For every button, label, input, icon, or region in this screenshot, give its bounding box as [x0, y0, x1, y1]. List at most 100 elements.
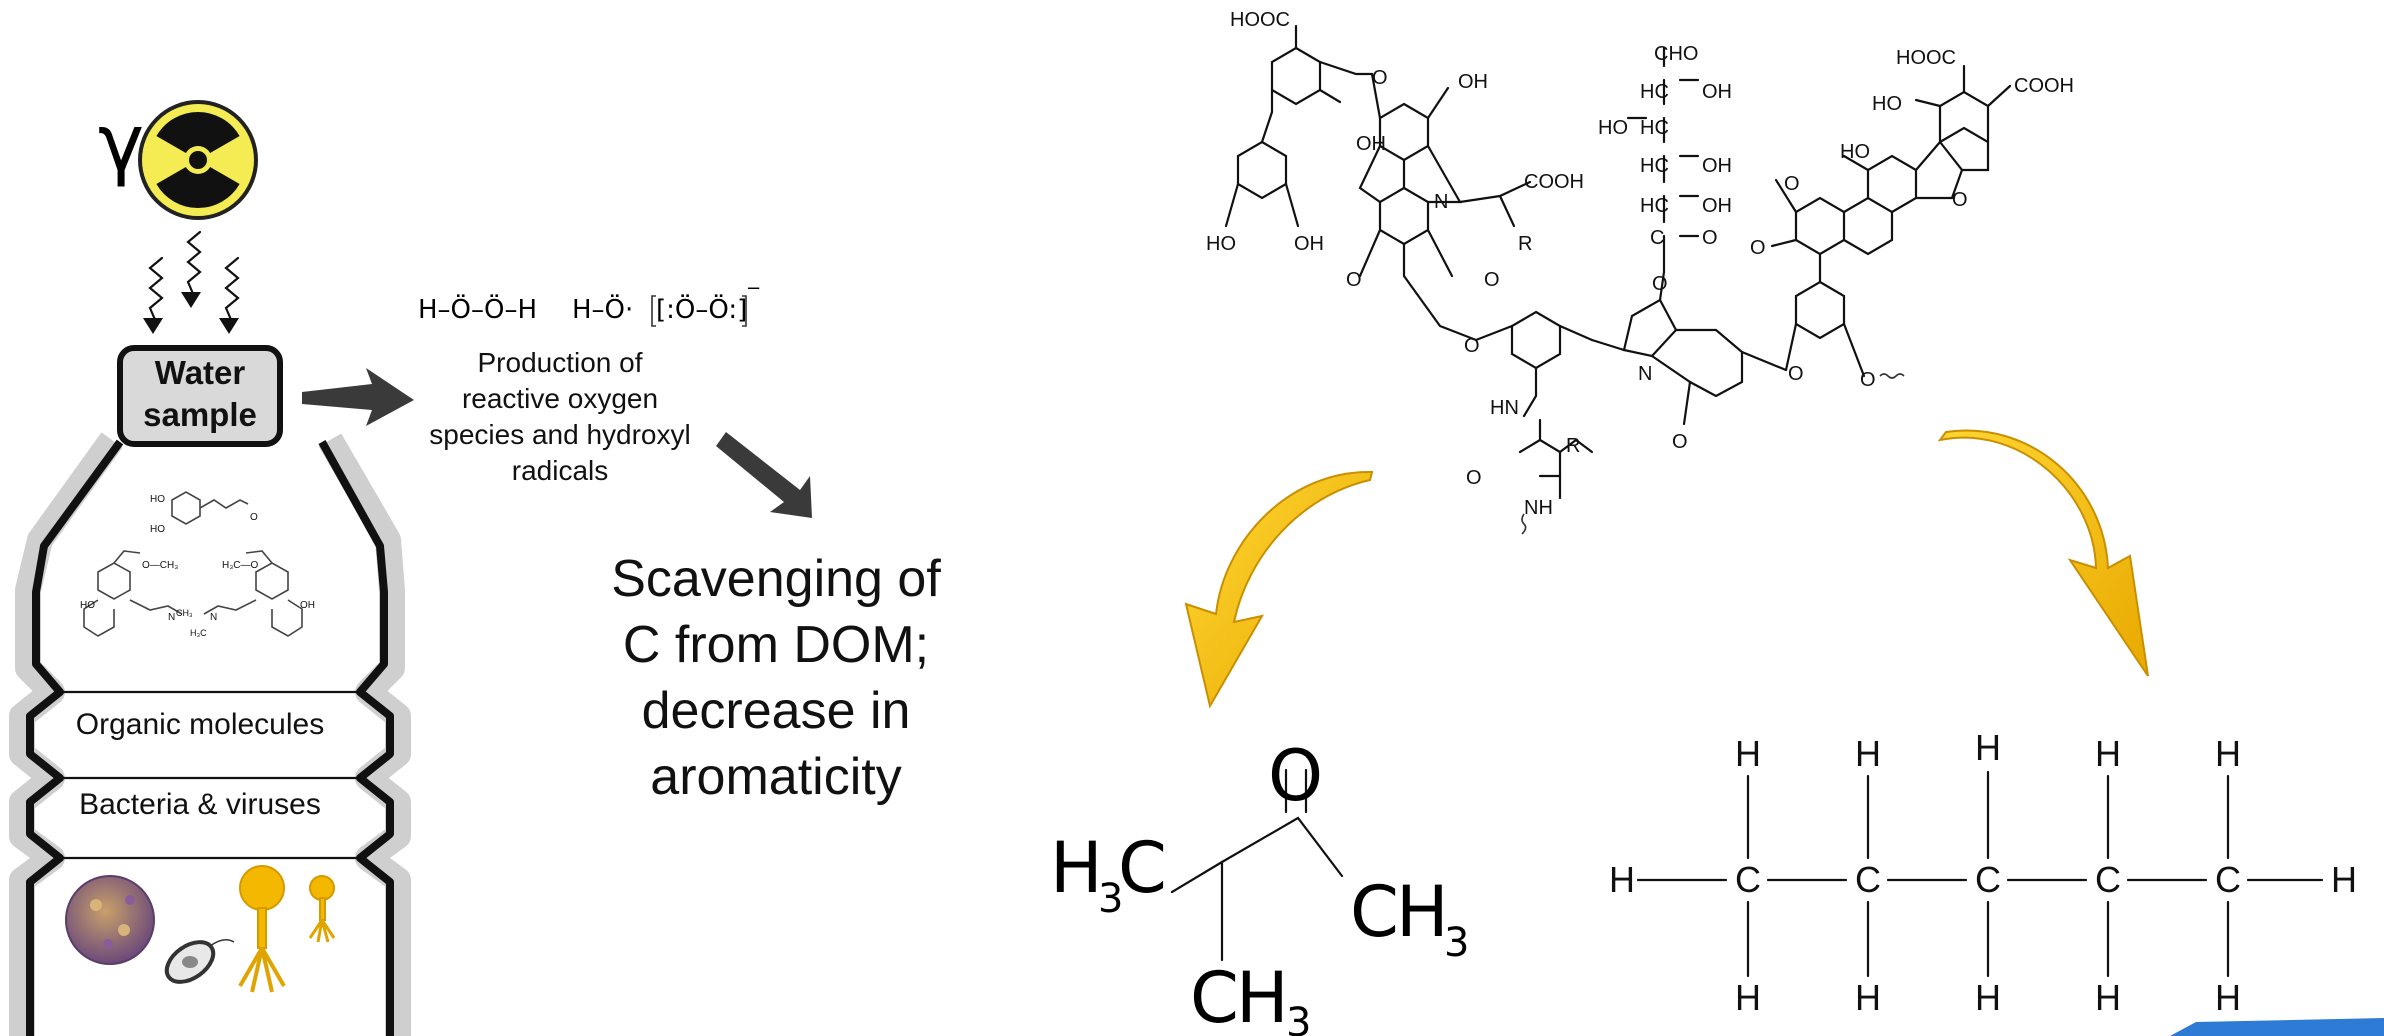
water-sample-cap — [117, 345, 283, 447]
water-sample-label-line1: Water — [155, 354, 246, 391]
ketone-right-h: H — [1396, 871, 1449, 953]
ketone-bottom-3: 3 — [1286, 1000, 1311, 1036]
svg-text:H: H — [2331, 859, 2357, 900]
svg-text:HC: HC — [1640, 195, 1669, 217]
scavenging-line4: aromaticity — [650, 748, 901, 806]
ketone-right-3: 3 — [1444, 920, 1469, 966]
svg-text:O: O — [1702, 227, 1718, 249]
radiation-arrows — [143, 230, 240, 334]
svg-text:HOOC: HOOC — [1230, 9, 1290, 31]
ros-caption-line2: reactive oxygen — [462, 383, 658, 414]
organic-molecule-sketch-labels: HO HO O O—CH₃ H₃C—O HO OH N N CH₃ H₃C — [80, 494, 315, 638]
svg-text:O: O — [1484, 269, 1500, 291]
svg-text:CH₃: CH₃ — [176, 608, 193, 618]
svg-text:OH: OH — [300, 600, 315, 611]
svg-text:N: N — [1638, 363, 1652, 385]
svg-text:O: O — [1464, 335, 1480, 357]
svg-text:H: H — [1855, 977, 1881, 1018]
svg-text:HO: HO — [1598, 117, 1628, 139]
svg-text:R: R — [1518, 233, 1532, 255]
organic-molecule-sketches — [83, 491, 303, 637]
svg-text:COOH: COOH — [1524, 171, 1584, 193]
svg-text:H: H — [1975, 727, 2001, 768]
svg-text:O: O — [1652, 273, 1668, 295]
bacterium-illustration — [164, 938, 235, 984]
water-sample-label-line2: sample — [143, 396, 257, 433]
ketone-right-c: C — [1350, 871, 1399, 953]
ketone-oxygen: O — [1268, 735, 1323, 817]
svg-text:N: N — [210, 612, 217, 623]
svg-text:HC: HC — [1640, 117, 1669, 139]
svg-text:OH: OH — [1702, 155, 1732, 177]
svg-text:OH: OH — [1702, 195, 1732, 217]
scavenging-caption: Scavenging of C from DOM; decrease in ar… — [611, 550, 941, 806]
svg-text:HO: HO — [1206, 233, 1236, 255]
svg-text:HO: HO — [1840, 141, 1870, 163]
svg-text:O: O — [1788, 363, 1804, 385]
ketone-structure: H 3 C O C H 3 C H 3 — [1050, 735, 1469, 1036]
svg-text:HC: HC — [1640, 81, 1669, 103]
svg-text:H: H — [1735, 733, 1761, 774]
svg-text:O: O — [1952, 189, 1968, 211]
dom-structure: HOOC OH OH O HO OH N COOH R O O O HN R O… — [1206, 9, 2074, 535]
svg-text:H: H — [2095, 733, 2121, 774]
ros-species: H–Ö–Ö–H H–Ö· [:Ö–Ö:] − — [418, 278, 761, 327]
svg-text:HN: HN — [1490, 397, 1519, 419]
ros-charge: − — [746, 278, 761, 299]
svg-text:O: O — [1750, 237, 1766, 259]
svg-text:C: C — [2215, 859, 2241, 900]
compartment-organic-label: Organic molecules — [76, 708, 324, 741]
scavenging-line2: C from DOM; — [623, 616, 929, 674]
ros-caption-line1: Production of — [478, 347, 643, 378]
svg-text:O: O — [1672, 431, 1688, 453]
radiation-hazard-icon — [138, 100, 258, 220]
ros-superoxide: [:Ö–Ö:] — [656, 293, 747, 325]
svg-text:HO: HO — [1872, 93, 1902, 115]
svg-text:HO: HO — [80, 600, 95, 611]
svg-text:O: O — [1346, 269, 1362, 291]
bacteriophage-illustration — [238, 865, 336, 993]
ketone-h3c-c: C — [1118, 827, 1167, 909]
svg-text:CHO: CHO — [1654, 43, 1698, 65]
svg-text:COOH: COOH — [2014, 75, 2074, 97]
svg-text:NH: NH — [1524, 497, 1553, 519]
pentane-structure: H H C C C C C H H H H H H H H H H — [1609, 727, 2357, 1018]
svg-text:O: O — [250, 512, 258, 523]
svg-text:H: H — [2095, 977, 2121, 1018]
svg-text:O—CH₃: O—CH₃ — [142, 560, 178, 571]
svg-text:OH: OH — [1702, 81, 1732, 103]
svg-text:H: H — [2215, 733, 2241, 774]
svg-text:H₃C: H₃C — [190, 628, 207, 638]
compartment-bacteria-label: Bacteria & viruses — [79, 788, 321, 821]
gamma-source: γ — [98, 99, 258, 220]
corner-accent — [2170, 1018, 2384, 1036]
dom-bonds — [1224, 24, 2012, 500]
virus-illustration — [65, 875, 155, 965]
svg-text:C: C — [1735, 859, 1761, 900]
svg-text:N: N — [168, 612, 175, 623]
ros-caption: Production of reactive oxygen species an… — [429, 347, 690, 486]
svg-text:C: C — [1975, 859, 2001, 900]
scavenging-line3: decrease in — [642, 682, 911, 740]
svg-text:N: N — [1434, 191, 1448, 213]
ros-caption-line4: radicals — [512, 455, 608, 486]
dom-atom-labels: HOOC OH OH O HO OH N COOH R O O O HN R O… — [1206, 9, 2074, 519]
svg-text:OH: OH — [1458, 71, 1488, 93]
svg-text:C: C — [2095, 859, 2121, 900]
ketone-h3c-h: H — [1050, 827, 1103, 909]
arrow-to-scavenging — [716, 432, 812, 518]
svg-text:HO: HO — [150, 524, 165, 535]
svg-text:OH: OH — [1356, 133, 1386, 155]
svg-text:H: H — [1855, 733, 1881, 774]
svg-text:C: C — [1650, 227, 1664, 249]
svg-text:O: O — [1466, 467, 1482, 489]
ros-peroxide: H–Ö–Ö–H — [418, 293, 537, 325]
scavenging-line1: Scavenging of — [611, 550, 941, 608]
yellow-arrow-left — [1184, 470, 1374, 709]
gamma-symbol: γ — [98, 99, 144, 189]
svg-text:C: C — [1855, 859, 1881, 900]
svg-text:O: O — [1784, 173, 1800, 195]
svg-text:H: H — [1735, 977, 1761, 1018]
svg-text:O: O — [1372, 67, 1388, 89]
